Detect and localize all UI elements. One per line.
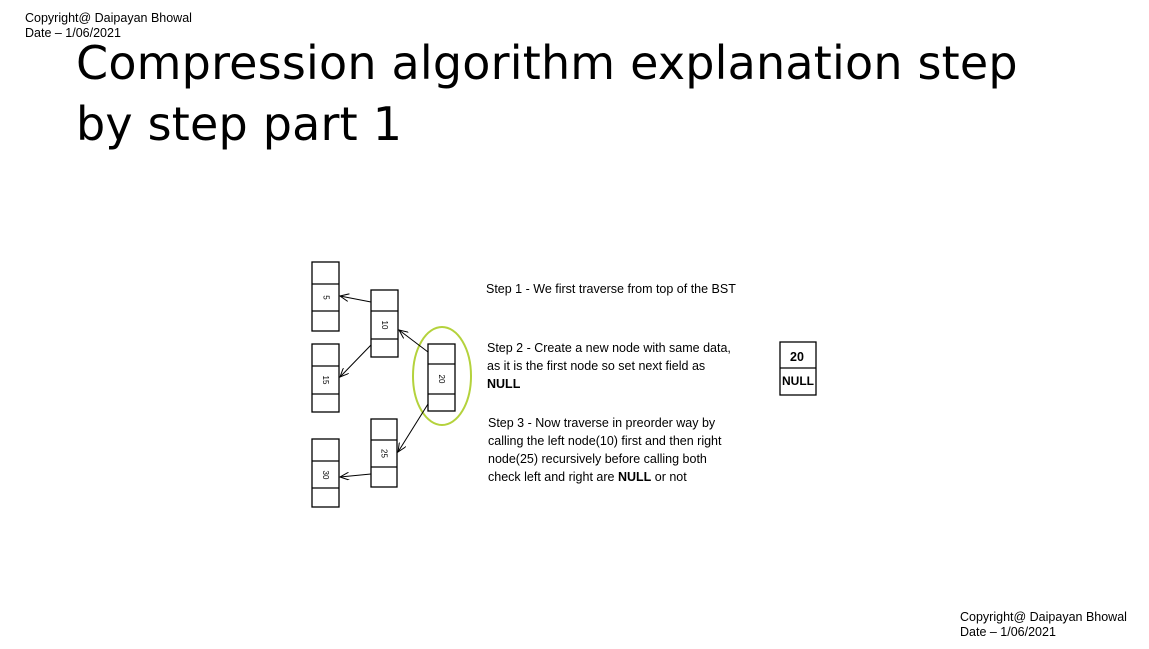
- step-2-paragraph: Step 2 - Create a new node with same dat…: [487, 339, 732, 393]
- node-label-15: 15: [321, 376, 330, 385]
- node-label-5: 5: [322, 295, 331, 300]
- step-3-null: NULL: [617, 470, 652, 484]
- step-3-text: Step 3 - Now traverse in preorder way by…: [488, 414, 733, 486]
- root-highlight-ellipse: [412, 326, 472, 426]
- step-1-paragraph: Step 1 - We first traverse from top of t…: [486, 282, 736, 296]
- tree-node-25: 25: [370, 418, 398, 488]
- edge-10-to-15: [340, 344, 372, 377]
- copyright-line: Copyright@ Daipayan Bhowal: [960, 610, 1127, 624]
- new-node-next: NULL: [782, 374, 814, 388]
- tree-node-15: 15: [311, 343, 340, 413]
- edge-20-to-25: [398, 403, 429, 452]
- step-3-tail: or not: [651, 470, 687, 484]
- edge-20-to-10: [399, 330, 429, 353]
- node-label-20: 20: [437, 375, 446, 384]
- copyright-line: Copyright@ Daipayan Bhowal: [25, 11, 192, 25]
- node-label-25: 25: [380, 449, 389, 458]
- step-3-body: Step 3 - Now traverse in preorder way by…: [488, 416, 722, 484]
- step-1-text: Step 1 - We first traverse from top of t…: [486, 280, 746, 298]
- new-list-node: 20 NULL: [779, 341, 817, 396]
- node-label-10: 10: [380, 321, 389, 330]
- date-line: Date – 1/06/2021: [25, 26, 121, 40]
- step-2-null: NULL: [487, 377, 521, 391]
- tree-node-30: 30: [311, 438, 340, 508]
- tree-node-5: 5: [311, 261, 340, 332]
- new-node-data: 20: [790, 350, 804, 364]
- copyright-bottom: Copyright@ Daipayan Bhowal Date – 1/06/2…: [960, 610, 1127, 640]
- step-2-body: Step 2 - Create a new node with same dat…: [487, 341, 731, 373]
- copyright-top: Copyright@ Daipayan Bhowal Date – 1/06/2…: [25, 11, 192, 41]
- tree-node-10: 10: [370, 289, 399, 358]
- step-2-text: Step 2 - Create a new node with same dat…: [487, 339, 732, 393]
- edge-10-to-5: [340, 296, 372, 303]
- node-label-30: 30: [321, 471, 330, 480]
- tree-node-20: 20: [427, 343, 456, 412]
- date-line: Date – 1/06/2021: [960, 625, 1056, 639]
- slide-title: Compression algorithm explanation step b…: [76, 36, 1018, 151]
- step-3-paragraph: Step 3 - Now traverse in preorder way by…: [488, 414, 733, 486]
- edge-25-to-30: [340, 474, 372, 477]
